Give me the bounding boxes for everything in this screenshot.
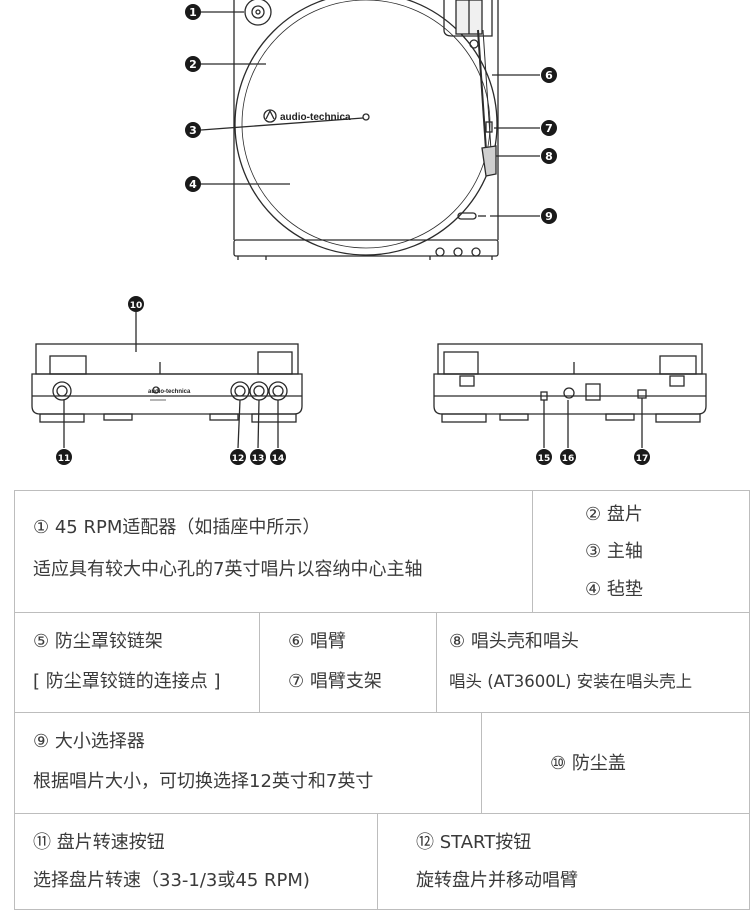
svg-text:1: 1 (189, 6, 197, 19)
callout-7: 7 (541, 120, 557, 136)
cell-start-button: ⑫ START按钮 旋转盘片并移动唱臂 (378, 814, 750, 910)
svg-text:8: 8 (545, 150, 553, 163)
cell-size-selector: ⑨ 大小选择器 根据唱片大小，可切换选择12英寸和7英寸 (14, 713, 482, 814)
platter-label: ② 盘片 (585, 504, 643, 525)
callout-3: 3 (185, 122, 201, 138)
adapter-desc: 适应具有较大中心孔的7英寸唱片以容纳中心主轴 (33, 559, 423, 580)
adapter-title: ① 45 RPM适配器（如插座中所示） (33, 517, 321, 538)
size-selector-title: ⑨ 大小选择器 (33, 731, 145, 752)
svg-text:3: 3 (189, 124, 197, 137)
svg-text:4: 4 (189, 178, 197, 191)
svg-text:13: 13 (252, 454, 265, 464)
brand-logo-top: audio-technica (280, 112, 351, 123)
callout-14: 14 (270, 449, 286, 465)
svg-text:9: 9 (545, 210, 553, 223)
callout-4: 4 (185, 176, 201, 192)
callout-9: 9 (541, 208, 557, 224)
svg-text:12: 12 (232, 454, 245, 464)
cell-speed-button: ⑪ 盘片转速按钮 选择盘片转速（33-1/3或45 RPM) (14, 814, 378, 910)
mat-label: ④ 毡垫 (585, 579, 643, 600)
callout-16: 16 (560, 449, 576, 465)
svg-text:15: 15 (538, 454, 551, 464)
callout-2: 2 (185, 56, 201, 72)
adapter-45rpm (244, 0, 272, 26)
platter (234, 0, 498, 256)
svg-text:14: 14 (272, 454, 285, 464)
table-border (14, 490, 15, 910)
headshell-desc: 唱头 (AT3600L) 安装在唱头壳上 (449, 672, 693, 691)
svg-text:7: 7 (545, 122, 553, 135)
callout-1: 1 (185, 4, 201, 20)
svg-text:11: 11 (58, 454, 71, 464)
callouts: 1 2 3 4 6 7 8 9 10 11 12 13 14 15 16 17 (56, 4, 650, 465)
callout-12: 12 (230, 449, 246, 465)
callout-11: 11 (56, 449, 72, 465)
hinge-desc: [ 防尘罩铰链的连接点 ] (33, 671, 221, 692)
dust-cover-title: ⑩ 防尘盖 (550, 753, 626, 774)
svg-text:17: 17 (636, 454, 649, 464)
cell-tonearm: ⑥ 唱臂 ⑦ 唱臂支架 (260, 613, 437, 713)
tonearm-label: ⑥ 唱臂 (288, 631, 346, 652)
rear-view (433, 343, 707, 423)
hinge-title: ⑤ 防尘罩铰链架 (33, 631, 163, 652)
cell-hinge: ⑤ 防尘罩铰链架 [ 防尘罩铰链的连接点 ] (14, 613, 260, 713)
callout-17: 17 (634, 449, 650, 465)
table-border (14, 490, 750, 491)
spindle (362, 113, 370, 121)
arm-rest (485, 121, 493, 133)
top-view (233, 0, 499, 260)
callout-10: 10 (128, 296, 144, 312)
callout-15: 15 (536, 449, 552, 465)
svg-text:2: 2 (189, 58, 197, 71)
cell-headshell: ⑧ 唱头壳和唱头 唱头 (AT3600L) 安装在唱头壳上 (437, 613, 750, 713)
svg-text:6: 6 (545, 69, 553, 82)
cell-adapter: ① 45 RPM适配器（如插座中所示） 适应具有较大中心孔的7英寸唱片以容纳中心… (14, 490, 533, 613)
callout-13: 13 (250, 449, 266, 465)
svg-text:10: 10 (130, 301, 143, 311)
speed-button-title: ⑪ 盘片转速按钮 (33, 832, 165, 853)
cell-dust-cover: ⑩ 防尘盖 (482, 713, 750, 814)
headshell (481, 145, 497, 177)
brand-logo-front: audio-technica (148, 389, 191, 395)
callout-6: 6 (541, 67, 557, 83)
spindle-label: ③ 主轴 (585, 541, 643, 562)
svg-text:16: 16 (562, 454, 575, 464)
parts-description-table: ① 45 RPM适配器（如插座中所示） 适应具有较大中心孔的7英寸唱片以容纳中心… (14, 490, 750, 910)
start-button-desc: 旋转盘片并移动唱臂 (416, 870, 578, 891)
arm-rest-label: ⑦ 唱臂支架 (288, 671, 382, 692)
headshell-title: ⑧ 唱头壳和唱头 (449, 631, 579, 652)
speed-button-desc: 选择盘片转速（33-1/3或45 RPM) (33, 870, 310, 891)
cell-platter-spindle-mat: ② 盘片 ③ 主轴 ④ 毡垫 (533, 490, 750, 613)
size-selector-desc: 根据唱片大小，可切换选择12英寸和7英寸 (33, 771, 374, 792)
callout-8: 8 (541, 148, 557, 164)
front-view (31, 343, 303, 423)
turntable-diagram: audio-technica audio-technica 1 2 3 4 6 … (31, 0, 707, 465)
size-selector (457, 212, 477, 220)
start-button-title: ⑫ START按钮 (416, 832, 532, 853)
